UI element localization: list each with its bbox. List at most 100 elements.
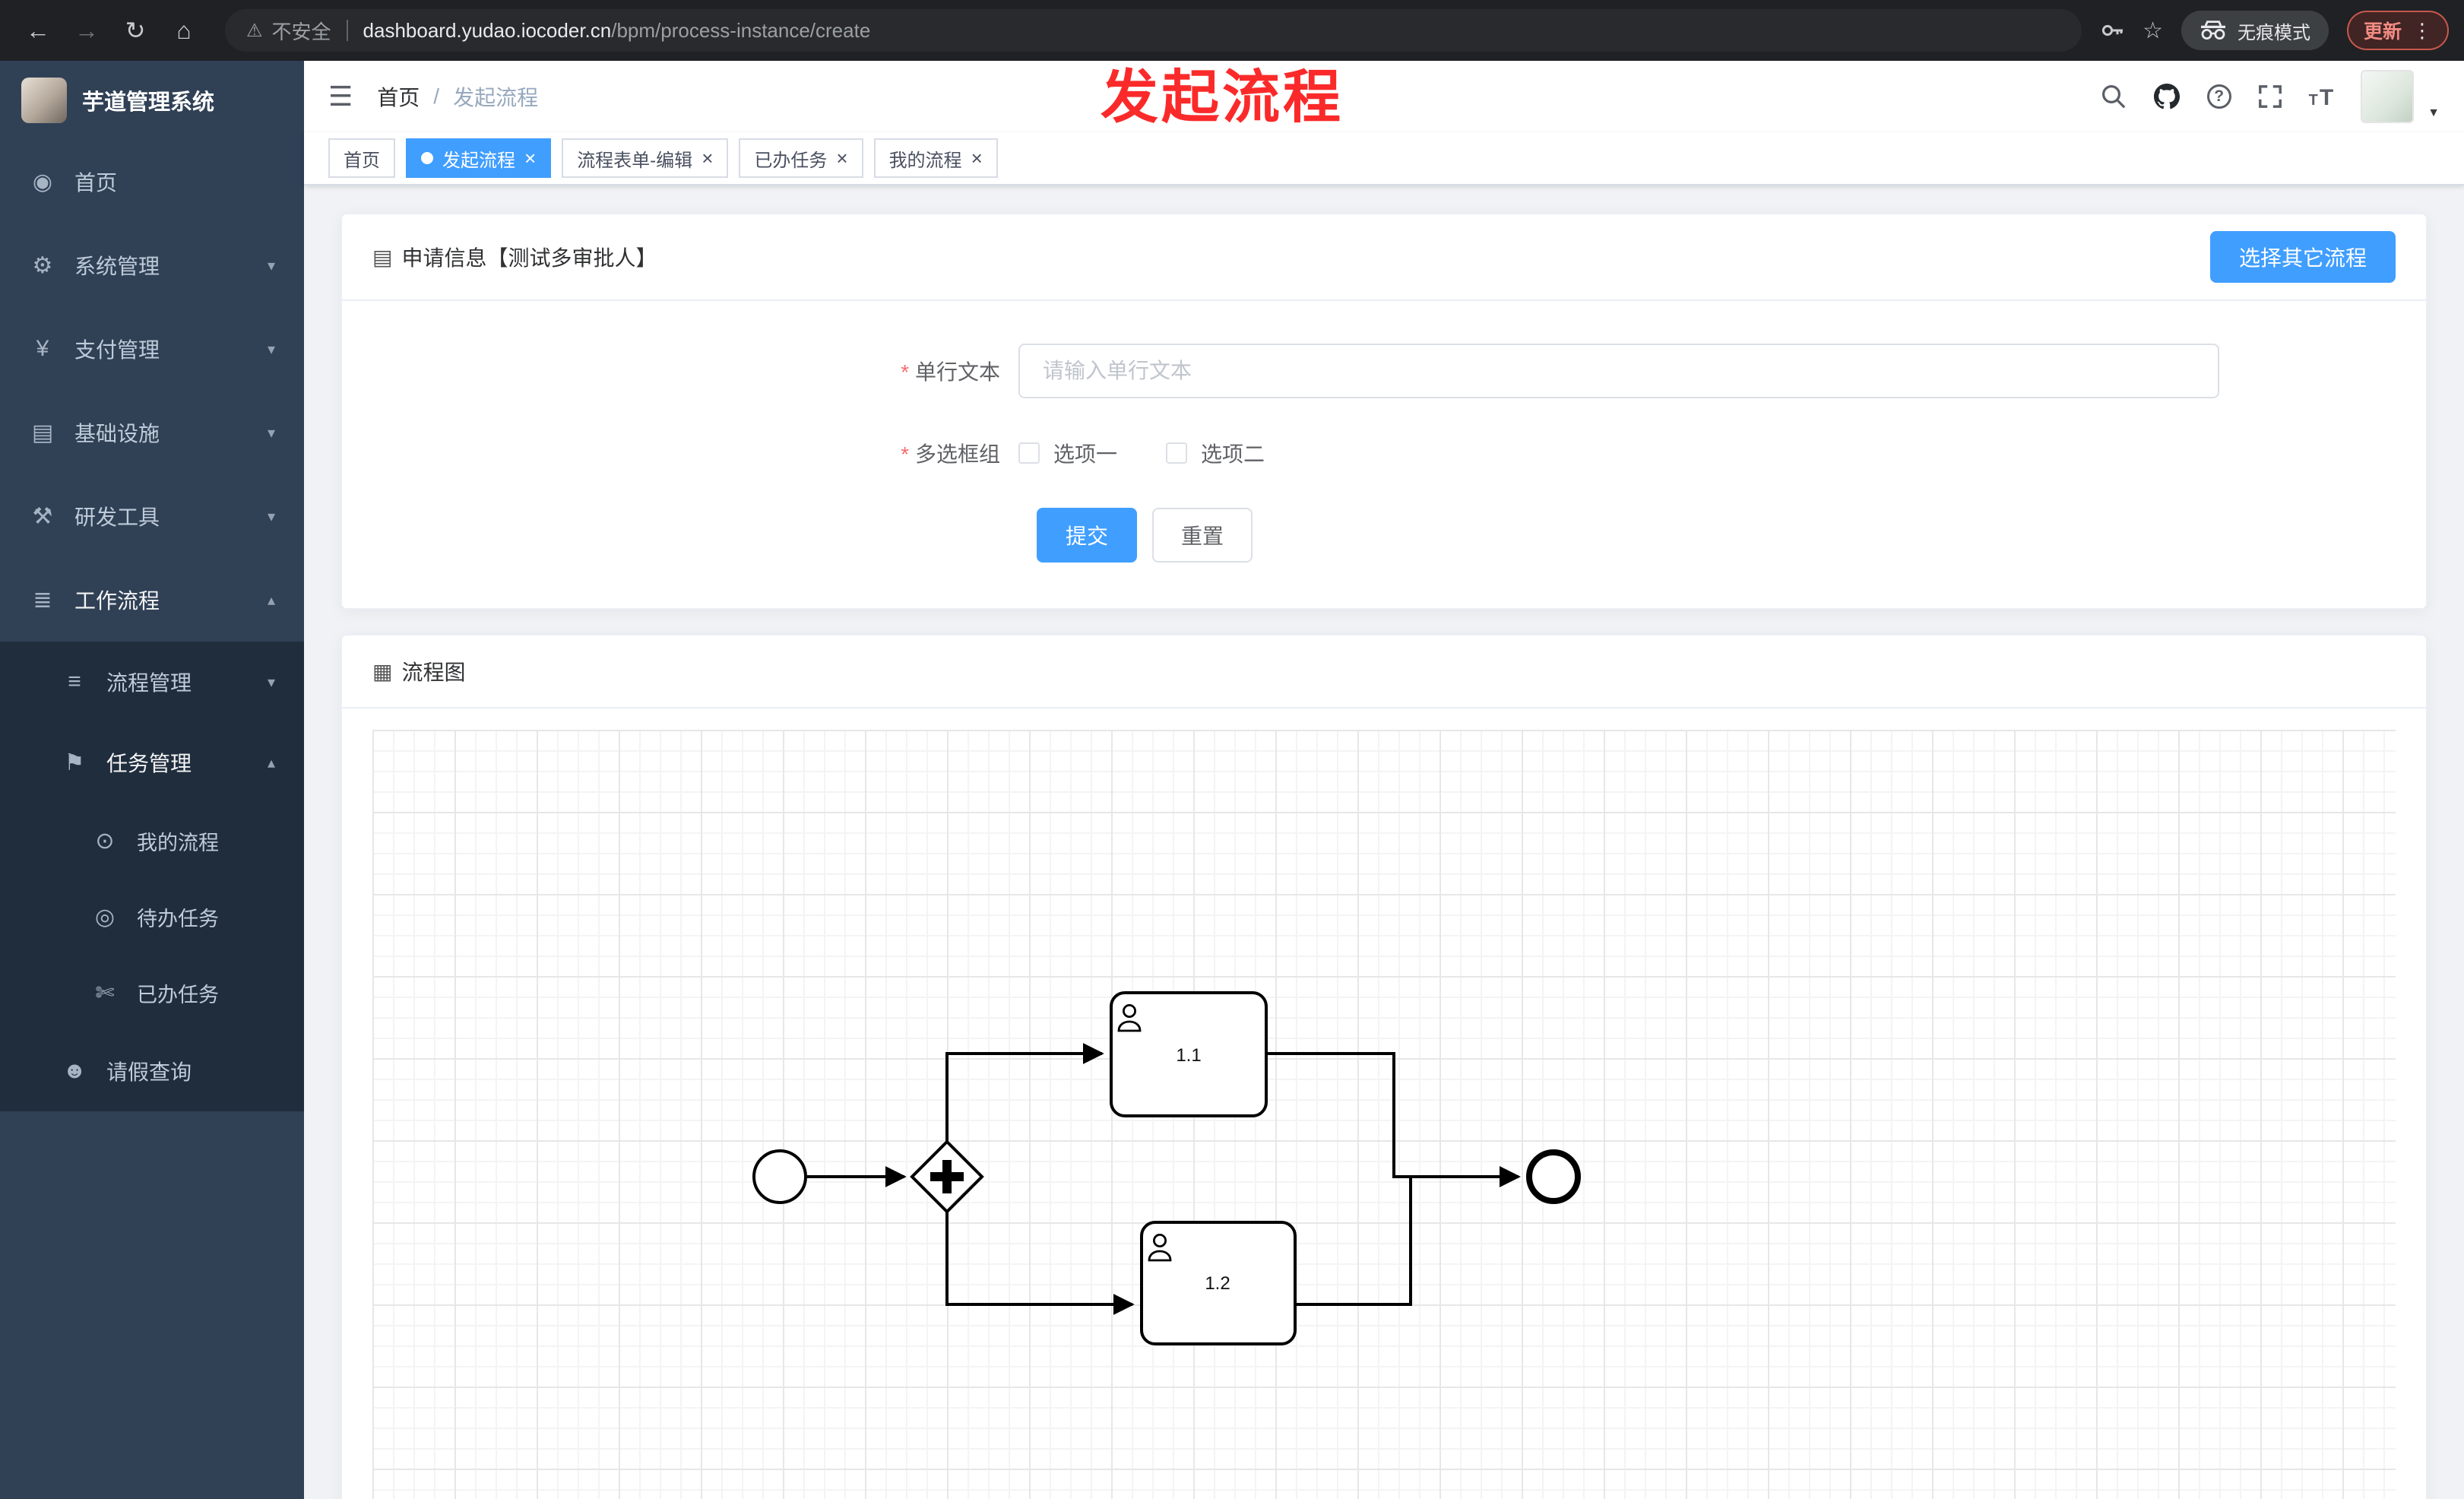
breadcrumb-home[interactable]: 首页	[377, 86, 420, 109]
chevron-down-icon: ▾	[267, 673, 275, 691]
tags-view-bar: 首页 发起流程 × 流程表单-编辑 × 已办任务 × 我的流程 ×	[304, 132, 2464, 185]
bpmn-user-task-2[interactable]: 1.2	[1140, 1221, 1297, 1345]
bookmark-star-icon[interactable]: ☆	[2143, 17, 2163, 43]
apply-info-title-text: 申请信息【测试多审批人】	[401, 246, 657, 270]
home-icon[interactable]: ⌂	[176, 16, 192, 44]
checkbox-icon[interactable]	[1018, 442, 1040, 464]
tab-close-icon[interactable]: ×	[524, 147, 537, 170]
bpmn-diagram: 1.1 1.2	[752, 991, 1581, 1345]
task2-label: 1.2	[1205, 1273, 1230, 1294]
sidebar-item-home[interactable]: ◉ 首页	[0, 140, 304, 223]
dashboard-icon: ◉	[32, 169, 53, 195]
apply-info-card: ▤ 申请信息【测试多审批人】 选择其它流程 *单行文本	[340, 213, 2428, 610]
tab-done-tasks[interactable]: 已办任务 ×	[739, 138, 863, 178]
bpmn-start-event[interactable]	[752, 1149, 807, 1204]
avatar-caret-icon[interactable]: ▼	[2428, 106, 2440, 119]
bpmn-parallel-gateway[interactable]	[910, 1139, 984, 1214]
workflow-icon: ≣	[33, 587, 52, 613]
browser-chrome: ← → ↻ ⌂ ⚠ 不安全 dashboard.yudao.iocoder.cn…	[0, 0, 2464, 61]
tab-initiate-process[interactable]: 发起流程 ×	[406, 138, 552, 178]
active-dot-icon	[421, 152, 433, 164]
font-size-icon[interactable]: TT	[2308, 84, 2336, 110]
tab-process-form-edit[interactable]: 流程表单-编辑 ×	[562, 138, 729, 178]
chrome-right-controls: ☆ 无痕模式 更新 ⋮	[2100, 11, 2449, 50]
bpmn-end-event[interactable]	[1526, 1149, 1581, 1204]
flow-gateway-to-task2	[945, 1212, 1135, 1315]
update-button[interactable]: 更新 ⋮	[2346, 11, 2449, 50]
sidebar-item-label: 待办任务	[137, 907, 219, 930]
user-icon: ☻	[62, 1058, 87, 1083]
bpmn-user-task-1[interactable]: 1.1	[1110, 991, 1268, 1117]
yen-icon: ¥	[36, 336, 49, 361]
github-icon[interactable]	[2152, 82, 2181, 111]
eye-icon: ◎	[94, 904, 116, 930]
forward-icon[interactable]: →	[74, 16, 99, 44]
checkbox-option-2[interactable]: 选项二	[1166, 438, 1265, 468]
sidebar-item-devtools[interactable]: ⚒ 研发工具 ▾	[0, 474, 304, 558]
fullscreen-icon[interactable]	[2257, 84, 2283, 109]
apply-info-title: ▤ 申请信息【测试多审批人】	[372, 242, 657, 272]
reload-icon[interactable]: ↻	[125, 17, 146, 44]
checkbox-field-label-text: 多选框组	[914, 442, 1000, 466]
my-process-icon: ⊙	[95, 828, 115, 854]
incognito-label: 无痕模式	[2237, 22, 2310, 43]
page-content: ▤ 申请信息【测试多审批人】 选择其它流程 *单行文本	[304, 185, 2464, 1499]
tab-close-icon[interactable]: ×	[971, 147, 983, 170]
address-bar[interactable]: ⚠ 不安全 dashboard.yudao.iocoder.cn/bpm/pro…	[225, 9, 2082, 52]
tab-close-icon[interactable]: ×	[836, 147, 848, 170]
user-task-icon	[1148, 1234, 1172, 1262]
sidebar-item-label: 支付管理	[74, 338, 160, 362]
sidebar-item-process-management[interactable]: ≡ 流程管理 ▾	[0, 642, 304, 722]
sidebar-item-workflow[interactable]: ≣ 工作流程 ▴	[0, 558, 304, 642]
tab-my-process[interactable]: 我的流程 ×	[873, 138, 998, 178]
tab-home[interactable]: 首页	[328, 138, 395, 178]
sidebar-item-done-tasks[interactable]: ✄ 已办任务	[0, 955, 304, 1031]
infrastructure-icon: ▤	[31, 420, 54, 445]
app-logo	[21, 78, 67, 123]
sidebar-item-todo-tasks[interactable]: ◎ 待办任务	[0, 879, 304, 955]
flag-icon: ⚑	[64, 750, 85, 775]
app-shell: 芋道管理系统 ◉ 首页 ⚙ 系统管理 ▾ ¥ 支付管理 ▾ ▤ 基础设施 ▾ ⚒…	[0, 61, 2464, 1499]
main-area: ☰ 首页 / 发起流程 ? TT ▼	[304, 61, 2464, 1499]
avatar[interactable]	[2361, 70, 2415, 123]
sidebar-item-payment[interactable]: ¥ 支付管理 ▾	[0, 307, 304, 391]
chevron-down-icon: ▾	[267, 424, 275, 442]
process-diagram-card: ▦ 流程图	[340, 634, 2428, 1499]
sidebar-item-system[interactable]: ⚙ 系统管理 ▾	[0, 223, 304, 307]
bpmn-canvas[interactable]: 1.1 1.2	[372, 730, 2396, 1499]
sidebar-item-task-management[interactable]: ⚑ 任务管理 ▴	[0, 722, 304, 803]
address-divider	[346, 20, 348, 41]
browser-menu-icon[interactable]: ⋮	[2412, 18, 2432, 42]
reset-button[interactable]: 重置	[1152, 508, 1253, 563]
single-line-text-input[interactable]	[1018, 344, 2219, 398]
help-icon[interactable]: ?	[2206, 84, 2231, 109]
security-label[interactable]: 不安全	[271, 20, 331, 43]
select-other-process-button[interactable]: 选择其它流程	[2209, 231, 2396, 283]
gear-icon: ⚙	[32, 252, 53, 278]
sidebar-item-label: 已办任务	[137, 983, 219, 1006]
checkbox-option-1[interactable]: 选项一	[1018, 438, 1117, 468]
sidebar-item-my-process[interactable]: ⊙ 我的流程	[0, 803, 304, 879]
checkbox-icon[interactable]	[1166, 442, 1188, 464]
back-icon[interactable]: ←	[26, 16, 50, 44]
url-domain: dashboard.yudao.iocoder.cn	[363, 18, 612, 42]
flowchart-icon: ▦	[372, 659, 393, 683]
sidebar: 芋道管理系统 ◉ 首页 ⚙ 系统管理 ▾ ¥ 支付管理 ▾ ▤ 基础设施 ▾ ⚒…	[0, 61, 304, 1499]
hamburger-icon[interactable]: ☰	[328, 81, 353, 112]
sidebar-item-label: 研发工具	[74, 505, 160, 529]
form-row-checkbox: *多选框组 选项一 选项二	[342, 438, 2426, 468]
passkey-icon[interactable]	[2100, 18, 2124, 43]
text-field-label-text: 单行文本	[914, 360, 1000, 384]
sidebar-item-label: 流程管理	[106, 671, 192, 695]
sidebar-item-infrastructure[interactable]: ▤ 基础设施 ▾	[0, 391, 304, 474]
tab-close-icon[interactable]: ×	[702, 147, 714, 170]
submit-button[interactable]: 提交	[1037, 508, 1138, 563]
search-icon[interactable]	[2101, 84, 2127, 109]
header-right-controls: ? TT ▼	[2101, 70, 2440, 123]
chevron-down-icon: ▾	[267, 257, 275, 274]
chevron-up-icon: ▴	[267, 591, 275, 609]
update-label: 更新	[2363, 21, 2402, 43]
app-logo-row[interactable]: 芋道管理系统	[0, 61, 304, 140]
incognito-icon	[2200, 21, 2227, 40]
sidebar-item-leave-query[interactable]: ☻ 请假查询	[0, 1031, 304, 1111]
